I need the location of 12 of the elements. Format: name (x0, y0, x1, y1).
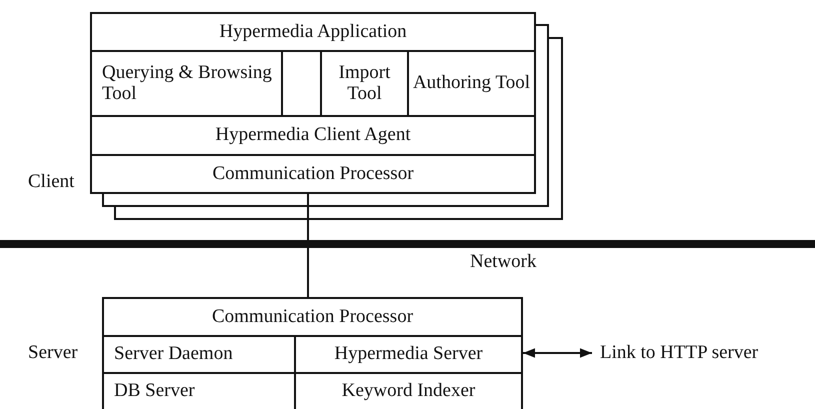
layer-box: Communication Processor (102, 297, 523, 337)
link-label: Link to HTTP server (600, 337, 815, 369)
layer-box: Communication Processor (90, 154, 536, 194)
connector-line (307, 248, 309, 297)
component-box: Querying & Browsing Tool (90, 50, 283, 117)
side-label: Server (28, 342, 78, 364)
network-label: Network (470, 252, 536, 273)
side-label: Client (28, 171, 74, 193)
arrow (523, 348, 592, 358)
layer-box: Hypermedia Client Agent (90, 115, 536, 156)
layer-box: Hypermedia Application (90, 12, 536, 52)
connector-line (307, 194, 309, 240)
